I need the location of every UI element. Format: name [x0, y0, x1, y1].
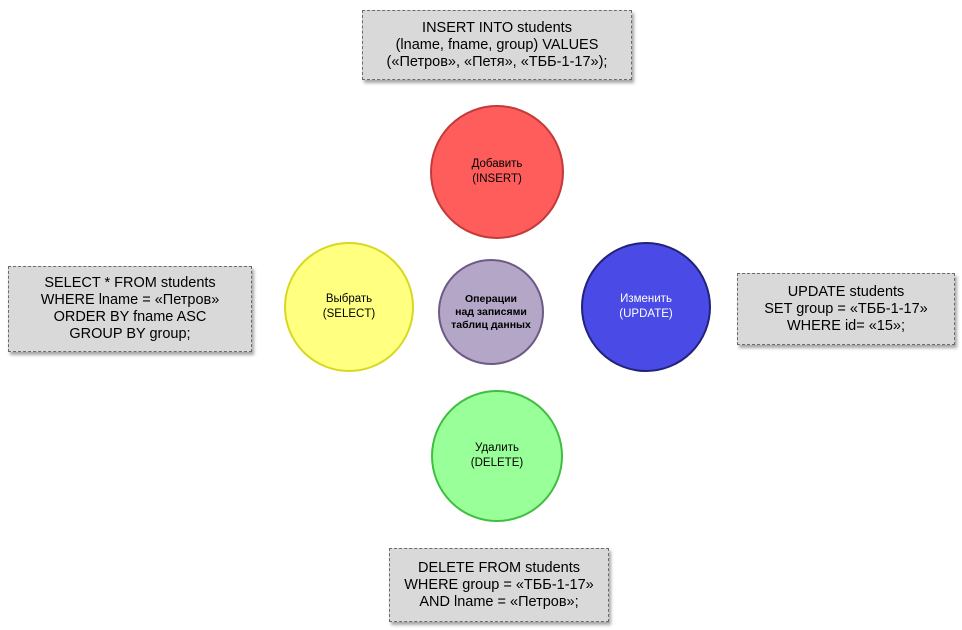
center-circle-line-3: таблиц данных [451, 318, 531, 331]
update-circle: Изменить (UPDATE) [581, 242, 711, 372]
center-circle-line-2: над записями [455, 305, 527, 318]
update-query-line-3: WHERE id= «15»; [786, 317, 906, 334]
update-query-line-1: UPDATE students [787, 283, 905, 300]
insert-query-box: INSERT INTO students (lname, fname, grou… [362, 10, 632, 80]
select-query-line-1: SELECT * FROM students [44, 275, 216, 291]
center-circle: Операции над записями таблиц данных [438, 259, 544, 365]
select-circle-label: Выбрать [325, 293, 373, 305]
center-circle-line-1: Операции [465, 292, 517, 305]
select-circle-keyword: (SELECT) [322, 308, 376, 320]
insert-query-line-2: (lname, fname, group) VALUES [395, 36, 599, 53]
delete-circle-label: Удалить [475, 442, 519, 454]
insert-query-line-1: INSERT INTO students [422, 19, 572, 36]
insert-circle: Добавить (INSERT) [430, 105, 564, 239]
delete-query-box: DELETE FROM students WHERE group = «ТББ-… [389, 548, 609, 622]
insert-circle-label: Добавить [471, 158, 523, 170]
update-query-box: UPDATE students SET group = «ТББ-1-17» W… [737, 273, 955, 345]
delete-query-line-3: AND lname = «Петров»; [419, 593, 579, 610]
insert-query-line-3: («Петров», «Петя», «ТББ-1-17»); [386, 53, 608, 70]
delete-circle-keyword: (DELETE) [470, 457, 524, 469]
update-circle-label: Изменить [620, 293, 672, 305]
select-query-box: SELECT * FROM students WHERE lname = «Пе… [8, 266, 252, 352]
update-query-line-2: SET group = «ТББ-1-17» [764, 300, 928, 317]
select-query-line-3: ORDER BY fname ASC [53, 309, 207, 325]
select-query-line-4: GROUP BY group; [69, 326, 191, 342]
delete-query-line-1: DELETE FROM students [418, 559, 580, 576]
select-circle: Выбрать (SELECT) [284, 242, 414, 372]
update-circle-keyword: (UPDATE) [619, 308, 673, 320]
insert-circle-keyword: (INSERT) [472, 173, 522, 185]
delete-circle: Удалить (DELETE) [431, 390, 563, 522]
delete-query-line-2: WHERE group = «ТББ-1-17» [404, 576, 594, 593]
select-query-line-2: WHERE lname = «Петров» [40, 292, 220, 308]
